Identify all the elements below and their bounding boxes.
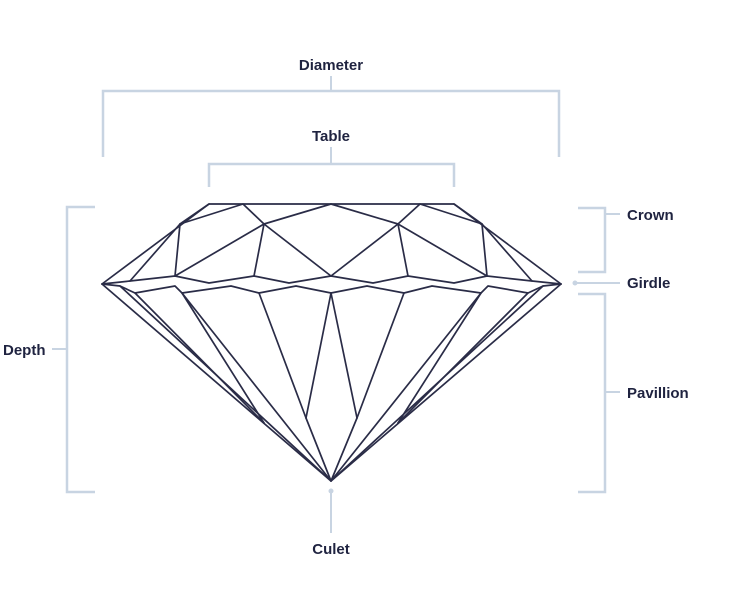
table-bracket (207, 147, 456, 187)
diameter-bracket (101, 76, 561, 157)
diamond-outline (101, 203, 562, 482)
crown-label: Crown (627, 207, 674, 224)
pavillion-label: Pavillion (627, 385, 689, 402)
diamond-illustration (101, 203, 562, 482)
culet-label: Culet (312, 541, 350, 558)
pavillion-bracket (578, 292, 620, 494)
table-label: Table (312, 128, 350, 145)
girdle-leader (572, 280, 620, 286)
crown-star-facets (179, 203, 483, 225)
diameter-label: Diameter (299, 57, 363, 74)
crown-bracket (578, 206, 620, 274)
girdle-upper-edge (101, 275, 562, 285)
depth-bracket (52, 205, 95, 494)
girdle-lower-edge (101, 283, 562, 294)
girdle-label: Girdle (627, 275, 670, 292)
culet-leader (328, 488, 334, 533)
depth-label: Depth (3, 342, 46, 359)
